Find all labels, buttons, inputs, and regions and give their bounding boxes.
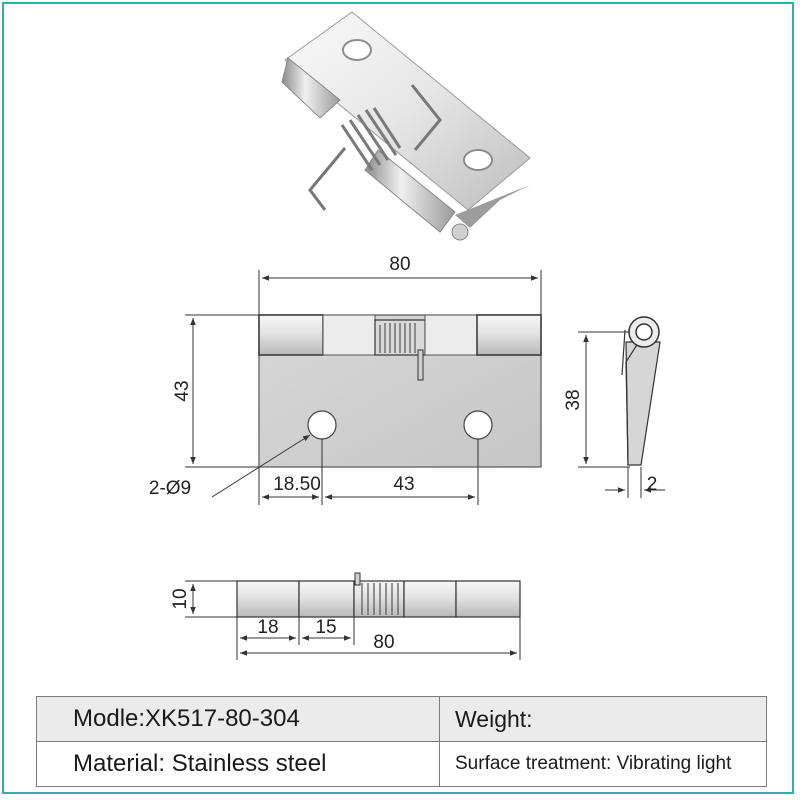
hinge-photo (281, 11, 531, 241)
dim-hole-offset: 18.50 (273, 474, 321, 495)
front-view (258, 314, 542, 468)
side-dimensions (578, 331, 665, 498)
spec-table: Modle:XK517-80-304 Weight: Material: Sta… (36, 696, 767, 787)
front-dimensions (185, 270, 542, 505)
spec-row: Material: Stainless steel Surface treatm… (36, 741, 767, 787)
dim-knuckle-length-b: 15 (315, 617, 336, 638)
bottom-view (236, 572, 521, 618)
bottom-dimensions (185, 580, 521, 660)
dim-hole-label: 2-Ø9 (149, 478, 191, 499)
dim-bottom-width: 80 (373, 632, 394, 653)
dim-knuckle-length-a: 18 (257, 617, 278, 638)
surface-cell: Surface treatment: Vibrating light (439, 741, 767, 787)
dim-side-height: 38 (563, 389, 584, 410)
spec-row: Modle:XK517-80-304 Weight: (36, 696, 767, 742)
side-view (621, 316, 661, 466)
material-cell: Material: Stainless steel (36, 741, 440, 787)
dim-side-thickness: 2 (647, 474, 658, 495)
dim-top-width: 80 (389, 254, 410, 275)
weight-cell: Weight: (439, 696, 767, 742)
model-cell: Modle:XK517-80-304 (36, 696, 440, 742)
dim-knuckle-diameter: 10 (170, 588, 191, 609)
dim-front-height: 43 (172, 380, 193, 401)
dim-hole-spacing: 43 (393, 474, 414, 495)
